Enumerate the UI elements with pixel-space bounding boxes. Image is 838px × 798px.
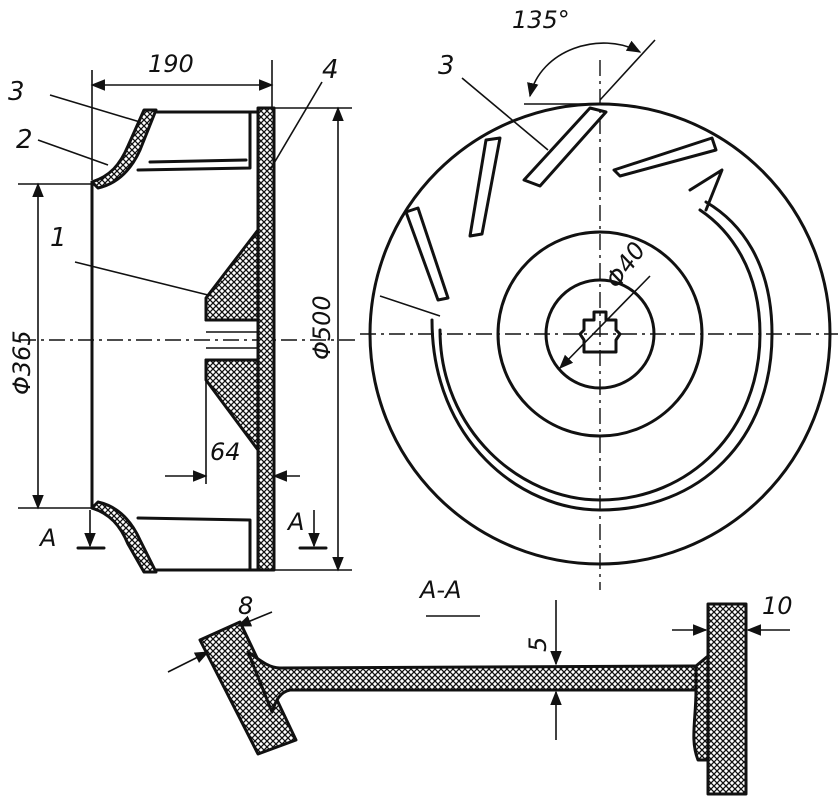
dim-10-label: 10	[762, 592, 793, 620]
top-blade	[136, 110, 252, 172]
angle-arc	[527, 40, 642, 98]
dim8-arrow-b	[236, 611, 273, 627]
leader-1	[74, 261, 213, 297]
section-a-a: A-A 8 5 10	[167, 576, 793, 796]
part-4-label: 4	[322, 55, 339, 85]
blade-2	[612, 136, 718, 178]
hub-lower	[204, 358, 260, 452]
front-view: 135° Φ40 3	[360, 6, 838, 590]
part-1-label: 1	[50, 223, 67, 253]
dim-8-label: 8	[238, 592, 253, 620]
part-2-label: 2	[16, 125, 33, 155]
top-blade-inner	[148, 158, 248, 164]
blade-5	[688, 168, 724, 212]
section-right-fillet	[692, 654, 710, 762]
back-plate	[256, 106, 276, 572]
dim-500-label: Φ500	[308, 295, 336, 360]
dim-40-label: Φ40	[600, 237, 651, 294]
leader-2	[37, 139, 109, 166]
section-web	[246, 650, 698, 714]
dim8-arrow-a	[167, 651, 210, 673]
bottom-blade	[136, 516, 252, 572]
section-left-block	[198, 620, 298, 756]
section-title: A-A	[418, 576, 462, 604]
section-mark-left: A	[38, 524, 56, 552]
bottom-front-ring	[90, 500, 158, 574]
inner-ring-2	[430, 200, 774, 512]
dim-64-label: 64	[210, 438, 241, 466]
side-view: 190 Φ365 Φ500 64 A A 3 2 1 4	[8, 50, 360, 574]
bore-outer-circle	[544, 278, 656, 390]
leader-3-front	[461, 77, 549, 151]
angle-135-label: 135°	[512, 6, 570, 34]
blade-4	[404, 206, 450, 302]
leader-4	[269, 81, 323, 171]
leader-ring	[379, 295, 441, 317]
keyed-bore	[578, 310, 622, 354]
dim-190-label: 190	[148, 50, 194, 78]
dim40-line	[558, 275, 651, 370]
part-3-front-label: 3	[438, 51, 455, 81]
hub-upper	[204, 228, 260, 322]
hub-circle	[496, 230, 704, 438]
angle-ray	[599, 39, 656, 101]
blade-1	[522, 106, 608, 188]
leader-3-side	[49, 94, 141, 123]
dim-5-label: 5	[524, 637, 552, 652]
inner-ring-1	[438, 208, 762, 502]
blade-3	[468, 136, 502, 238]
top-front-ring	[90, 108, 158, 190]
section-mark-right: A	[286, 508, 304, 536]
part-3-side-label: 3	[8, 77, 25, 107]
dim-365-label: Φ365	[8, 330, 36, 395]
section-right-block	[706, 602, 748, 796]
